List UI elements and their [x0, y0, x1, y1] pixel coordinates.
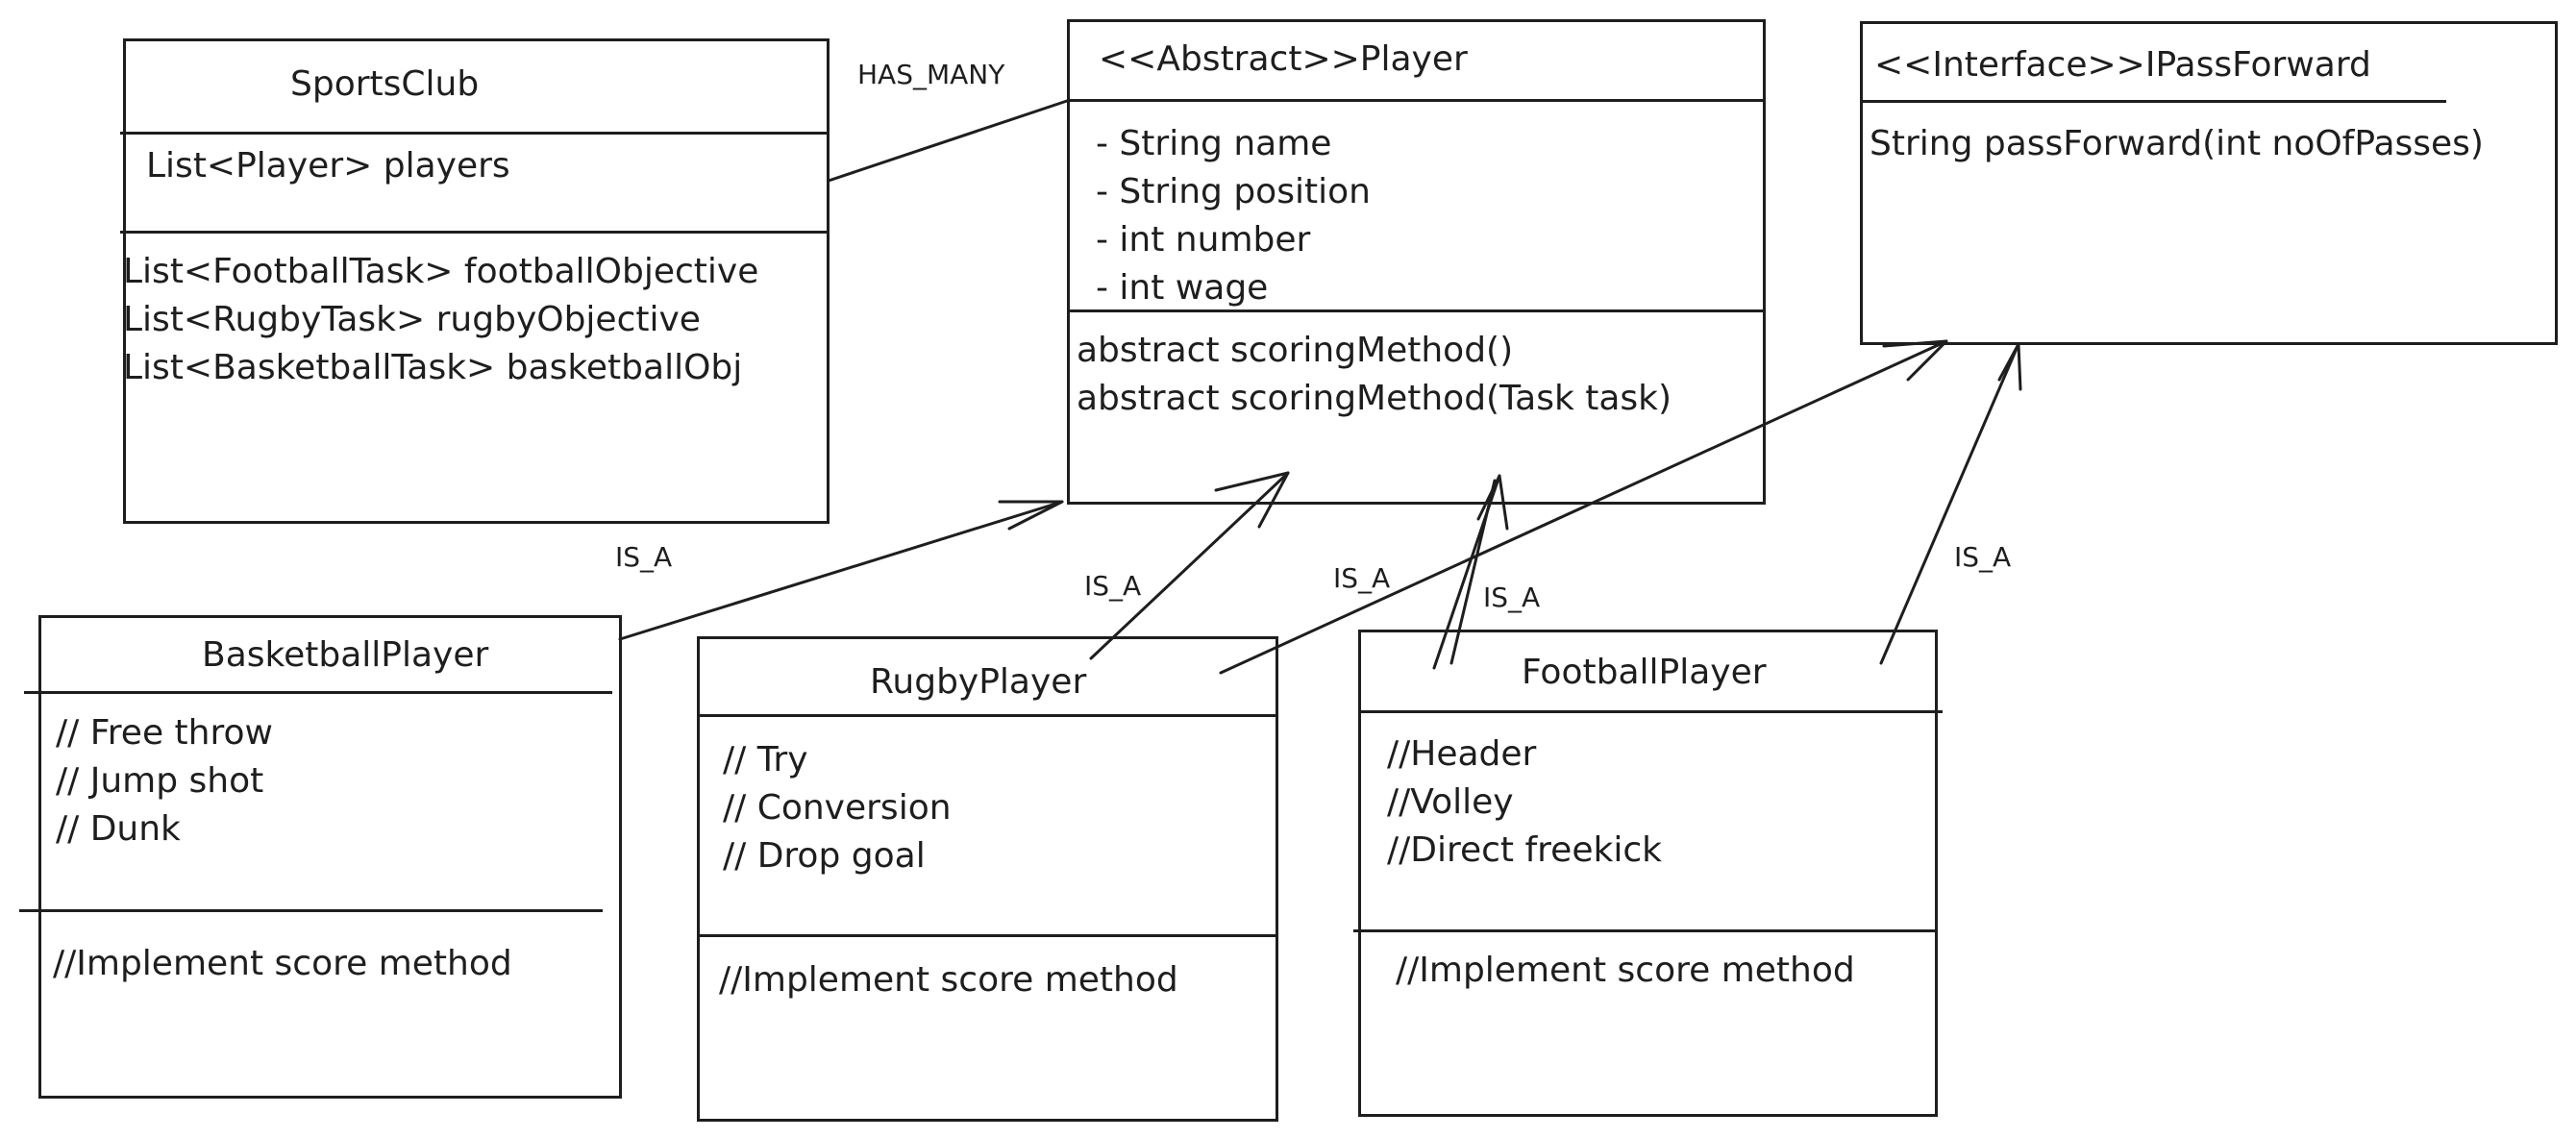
basketball-is-a-arrowhead — [998, 500, 1064, 531]
player-method: abstract scoringMethod() — [1077, 331, 1514, 370]
player-divider-1 — [1067, 99, 1766, 102]
football-player-class[interactable] — [1358, 630, 1938, 1117]
basketball-player-attribute: // Free throw — [56, 713, 273, 753]
rugby-player-attribute: // Try — [723, 740, 808, 779]
sports-club-divider-2 — [120, 231, 827, 234]
has-many-connector — [827, 99, 1069, 183]
football-player-divider-1 — [1358, 710, 1943, 713]
football-player-attribute: //Header — [1387, 734, 1537, 774]
sports-club-divider-1 — [120, 132, 827, 135]
football-player-title: FootballPlayer — [1522, 653, 1767, 692]
rugby-is-a-arrowhead — [1214, 471, 1290, 529]
sports-club-class[interactable] — [123, 38, 830, 524]
player-attribute: - String position — [1096, 172, 1371, 211]
basketball-player-method: //Implement score method — [53, 944, 512, 983]
is-a-basketball-label: IS_A — [615, 541, 673, 573]
player-attribute: - String name — [1096, 124, 1332, 163]
ipassforward-method: String passForward(int noOfPasses) — [1870, 124, 2484, 163]
player-method: abstract scoringMethod(Task task) — [1077, 379, 1672, 418]
football-player-attribute: //Volley — [1387, 782, 1514, 822]
football-player-attribute: //Direct freekick — [1387, 830, 1662, 870]
is-a-rugby-interface-label: IS_A — [1333, 562, 1391, 594]
player-title: <<Abstract>>Player — [1099, 39, 1468, 79]
rugby-player-divider-2 — [697, 934, 1278, 937]
football-is-a-interface-connector — [1879, 342, 2020, 665]
rugby-player-attribute: // Conversion — [723, 788, 952, 828]
ipassforward-divider — [1860, 100, 2446, 103]
is-a-rugby-label: IS_A — [1084, 570, 1142, 602]
basketball-player-attribute: // Jump shot — [56, 761, 264, 801]
sports-club-method: List<FootballTask> footballObjective — [123, 252, 759, 291]
player-divider-2 — [1067, 309, 1766, 312]
football-is-a-arrowhead — [1476, 474, 1509, 531]
player-attribute: - int wage — [1096, 268, 1269, 308]
football-player-method: //Implement score method — [1396, 951, 1855, 990]
basketball-is-a-player-connector — [618, 500, 1064, 641]
sports-club-title: SportsClub — [290, 64, 480, 104]
has-many-label: HAS_MANY — [857, 59, 1005, 90]
rugby-player-attribute: // Drop goal — [723, 836, 926, 876]
football-player-divider-2 — [1353, 929, 1938, 932]
ipassforward-interface[interactable] — [1860, 21, 2558, 345]
basketball-player-class[interactable] — [38, 615, 622, 1099]
player-class[interactable] — [1067, 19, 1766, 505]
is-a-football-label: IS_A — [1483, 581, 1541, 613]
rugby-player-method: //Implement score method — [719, 960, 1178, 1000]
rugby-player-class[interactable] — [697, 636, 1278, 1122]
basketball-player-attribute: // Dunk — [56, 809, 181, 849]
ipassforward-title: <<Interface>>IPassForward — [1874, 45, 2371, 85]
rugby-is-a-interface-connector — [1219, 339, 1948, 675]
sports-club-method: List<BasketballTask> basketballObj — [123, 348, 743, 387]
player-attribute: - int number — [1096, 220, 1311, 260]
basketball-player-divider-1 — [24, 691, 612, 694]
rugby-player-title: RugbyPlayer — [870, 662, 1087, 702]
sports-club-attribute: List<Player> players — [146, 146, 510, 186]
sports-club-method: List<RugbyTask> rugbyObjective — [123, 300, 701, 339]
is-a-football-interface-label: IS_A — [1954, 541, 2012, 573]
basketball-player-divider-2 — [19, 909, 603, 912]
basketball-player-title: BasketballPlayer — [202, 635, 489, 675]
football-is-a-player-connector-2 — [1449, 479, 1497, 665]
rugby-player-divider-1 — [697, 714, 1278, 717]
